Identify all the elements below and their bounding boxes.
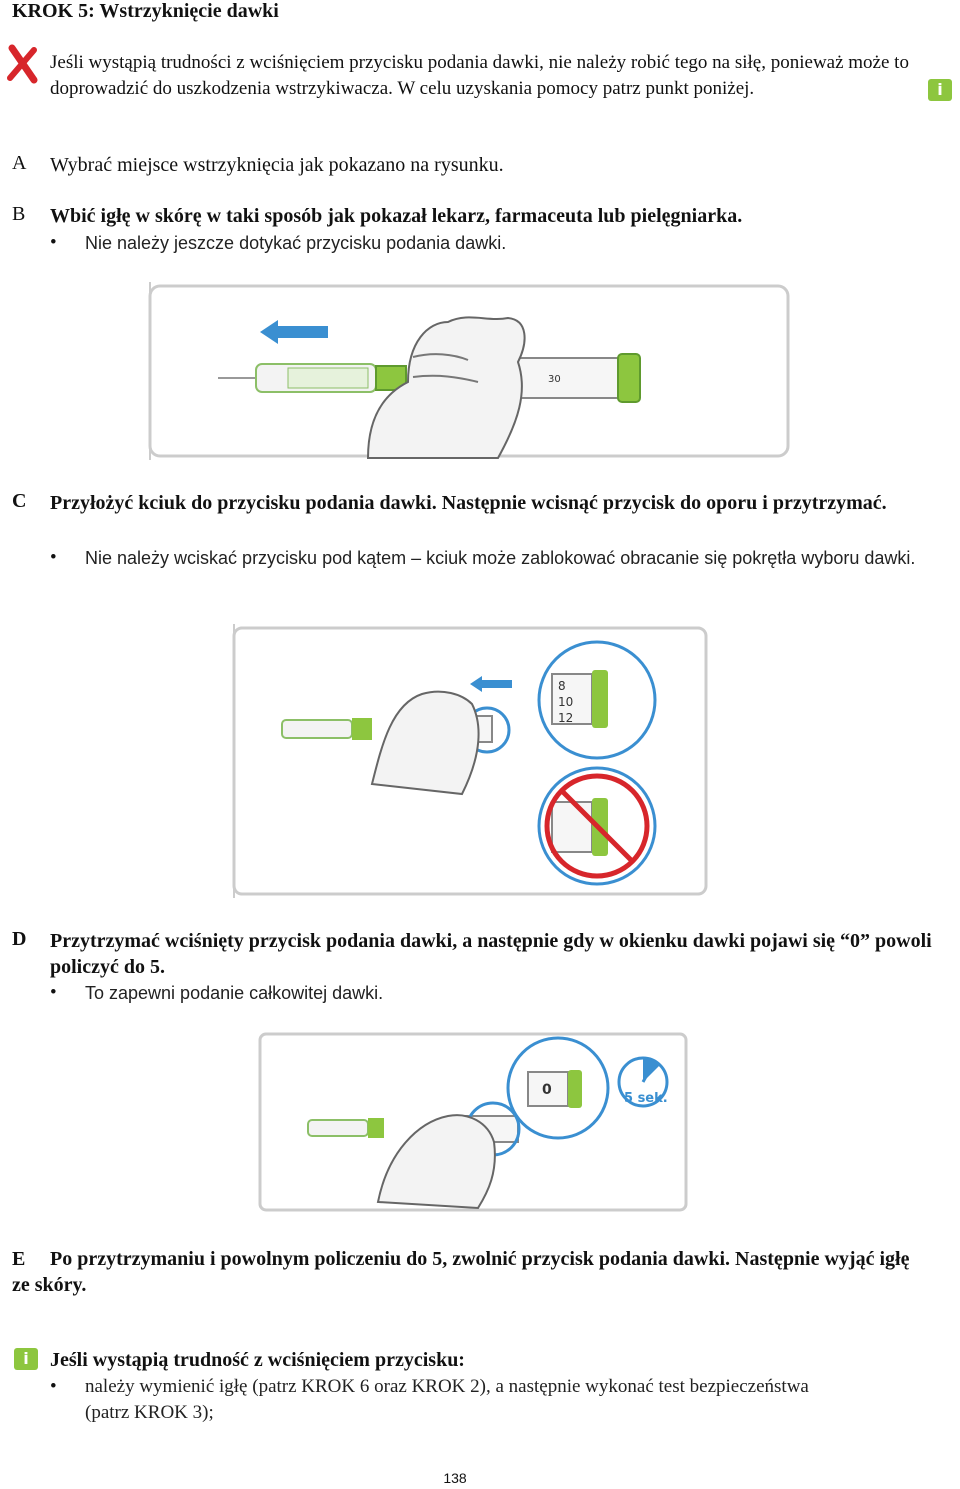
step-b-text: Wbić igłę w skórę w taki sposób jak poka…: [50, 205, 743, 227]
illustration-insert-needle: 30: [148, 282, 790, 460]
step-d-text: Przytrzymać wciśnięty przycisk podania d…: [50, 930, 932, 978]
info-heading: Jeśli wystąpią trudność z wciśnięciem pr…: [50, 1349, 465, 1371]
info-bullet: •należy wymienić igłę (patrz KROK 6 oraz…: [50, 1376, 809, 1423]
info-icon: i: [928, 79, 952, 101]
info-icon: i: [14, 1348, 38, 1370]
step-a-text: Wybrać miejsce wstrzyknięcia jak pokazan…: [50, 154, 504, 176]
step-a-letter: A: [12, 152, 27, 174]
page-number: 138: [443, 1470, 467, 1486]
timer-label: 5 sek.: [624, 1091, 668, 1106]
dose-window-value: 0: [542, 1082, 552, 1098]
illustration-hold-count: 0 5 sek.: [258, 1032, 688, 1212]
step-c-letter: C: [12, 490, 27, 512]
step-d-bullet: •To zapewni podanie całkowitej dawki.: [50, 982, 384, 1003]
illustration-press-button: 8 10 12: [232, 624, 708, 898]
step-title: KROK 5: Wstrzyknięcie dawki: [12, 0, 279, 22]
dose-mark: 10: [558, 695, 573, 709]
step-e-text: Po przytrzymaniu i powolnym policzeniu d…: [12, 1248, 910, 1296]
dose-mark: 8: [558, 679, 566, 693]
step-c-bullet: •Nie należy wciskać przycisku pod kątem …: [50, 547, 916, 568]
dose-mark: 30: [548, 374, 561, 385]
dose-mark: 12: [558, 711, 573, 725]
step-b-letter: B: [12, 203, 26, 225]
step-e-letter: E: [12, 1248, 26, 1270]
step-b-bullet: •Nie należy jeszcze dotykać przycisku po…: [50, 232, 507, 253]
step-d-letter: D: [12, 928, 27, 950]
warning-text: Jeśli wystąpią trudności z wciśnięciem p…: [50, 52, 909, 99]
step-c-text: Przyłożyć kciuk do przycisku podania daw…: [50, 492, 887, 514]
red-x-icon: [7, 44, 38, 84]
